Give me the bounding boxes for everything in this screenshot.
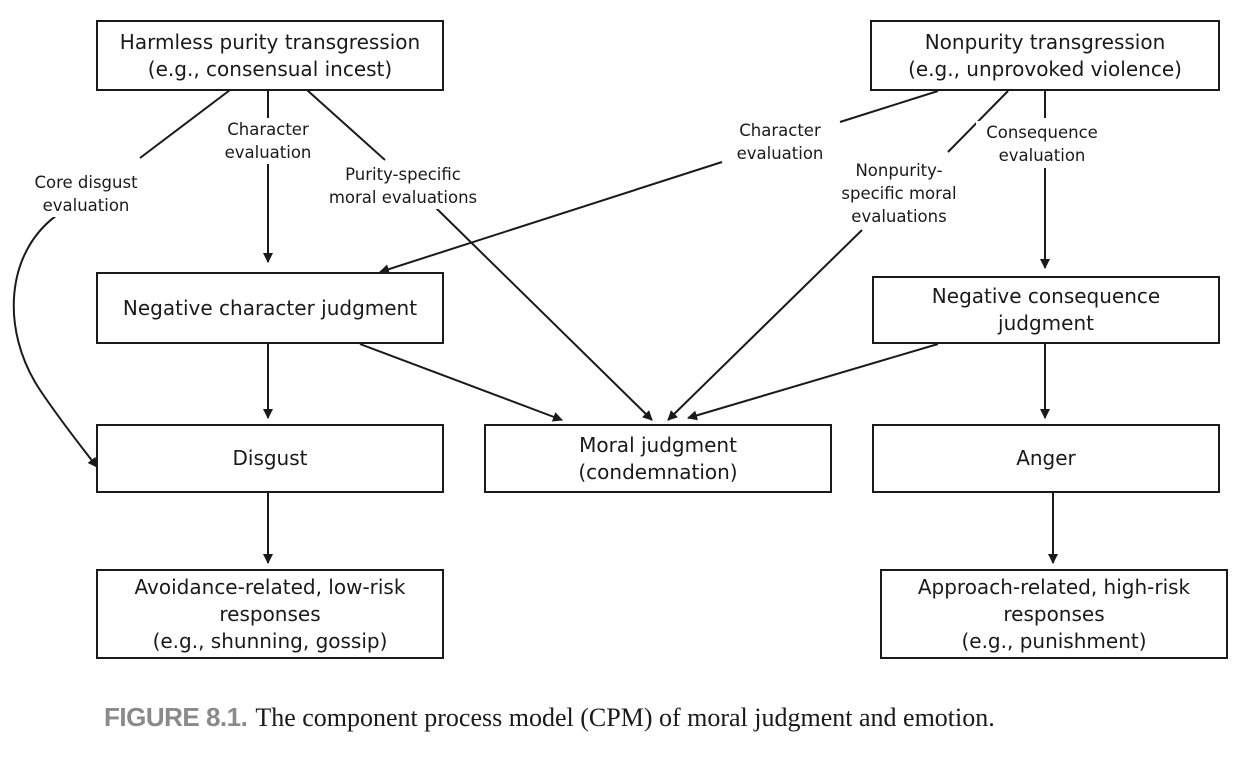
node-line: (e.g., punishment): [961, 628, 1147, 653]
node-line: Avoidance-related, low-risk: [134, 574, 406, 599]
node-line: responses: [219, 601, 321, 626]
edge-label-line: evaluations: [851, 207, 947, 226]
node-negative-character-judgment: Negative character judgment: [96, 272, 444, 344]
edge-label-core-disgust: Core disgust evaluation: [24, 171, 148, 217]
edge-consequence-to-moral: [687, 343, 939, 421]
node-line: judgment: [998, 311, 1094, 335]
node-line: (condemnation): [578, 459, 738, 484]
figure-caption: FIGURE 8.1.The component process model (…: [104, 702, 995, 733]
node-line: Negative consequence: [931, 284, 1161, 308]
edge-label-line: evaluation: [736, 144, 824, 163]
node-harmless-purity-transgression: Harmless purity transgression (e.g., con…: [96, 20, 444, 91]
edge-label-line: Consequence: [986, 123, 1098, 142]
node-nonpurity-transgression: Nonpurity transgression (e.g., unprovoke…: [870, 20, 1220, 91]
edge-label-character-right: Character evaluation: [726, 119, 834, 165]
edge-label-line: Core disgust: [34, 173, 138, 192]
node-line: (e.g., shunning, gossip): [152, 628, 388, 653]
node-line: Harmless purity transgression: [119, 29, 421, 54]
edge-label-line: Character: [739, 121, 821, 140]
edge-character-right-lower: [379, 161, 723, 275]
edge-core-disgust: [139, 89, 231, 159]
node-approach-responses: Approach-related, high-risk responses (e…: [880, 569, 1228, 659]
node-anger: Anger: [872, 424, 1220, 493]
edge-purity-specific: [306, 89, 386, 161]
edge-character-right: [839, 90, 939, 123]
edge-character-to-moral: [359, 343, 563, 422]
edge-label-line: Character: [227, 120, 309, 139]
edge-label-purity-specific: Purity-specific moral evaluations: [322, 163, 484, 209]
edge-nonpurity-specific-lower: [667, 229, 863, 421]
edge-label-line: evaluation: [42, 196, 130, 215]
edge-label-nonpurity-specific: Nonpurity- specific moral evaluations: [832, 159, 966, 228]
edge-core-disgust-curve: [12, 212, 98, 468]
node-line: Approach-related, high-risk: [917, 574, 1191, 599]
edge-label-line: evaluation: [998, 146, 1086, 165]
node-disgust: Disgust: [96, 424, 444, 493]
node-line: (e.g., consensual incest): [147, 56, 393, 81]
edge-label-line: evaluation: [224, 143, 312, 162]
edge-purity-specific-lower: [434, 206, 653, 421]
edge-label-character-left: Character evaluation: [214, 118, 322, 164]
node-line: Anger: [1016, 446, 1076, 470]
node-line: responses: [1003, 601, 1105, 626]
node-line: Moral judgment: [579, 432, 737, 457]
node-avoidance-responses: Avoidance-related, low-risk responses (e…: [96, 569, 444, 659]
edge-label-line: Purity-specific: [345, 165, 461, 184]
node-line: (e.g., unprovoked violence): [908, 56, 1182, 81]
figure-caption-text: The component process model (CPM) of mor…: [255, 703, 995, 732]
node-line: Negative character judgment: [122, 295, 418, 320]
node-line: Disgust: [232, 446, 308, 470]
node-negative-consequence-judgment: Negative consequence judgment: [872, 276, 1220, 344]
edge-label-line: Nonpurity-: [855, 161, 943, 180]
figure-label: FIGURE 8.1.: [104, 702, 248, 732]
edge-label-consequence: Consequence evaluation: [976, 121, 1108, 167]
node-line: Nonpurity transgression: [924, 29, 1166, 54]
edge-label-line: moral evaluations: [328, 188, 478, 207]
edge-label-line: specific moral: [841, 184, 957, 203]
node-moral-judgment: Moral judgment (condemnation): [484, 424, 832, 493]
